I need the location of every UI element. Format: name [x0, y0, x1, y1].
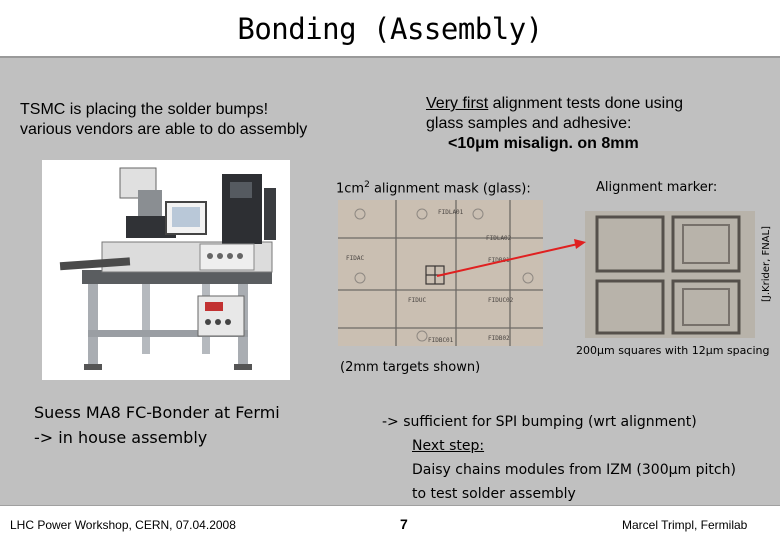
right-note-emphasis: Very first [426, 95, 489, 112]
footer-event: LHC Power Workshop, CERN, 07.04.2008 [10, 518, 236, 532]
right-note: Very first alignment tests done using gl… [426, 94, 683, 154]
mask-label-5: FIDB01 [488, 257, 510, 264]
mask-caption-prefix: 1cm [336, 181, 365, 197]
right-note-line-1: Very first alignment tests done using [426, 94, 683, 114]
conclusion-line-3: Daisy chains modules from IZM (300μm pit… [412, 462, 736, 478]
right-note-line-1-rest: alignment tests done using [488, 95, 684, 112]
footer [0, 506, 780, 540]
conclusion-line-1: -> sufficient for SPI bumping (wrt align… [382, 414, 697, 430]
bonder-caption-line-2: -> in house assembly [34, 428, 208, 447]
bonder-caption: Suess MA8 FC-Bonder at Fermi -> in house… [34, 400, 280, 450]
left-note: TSMC is placing the solder bumps! variou… [20, 100, 307, 140]
next-step-heading: Next step: [412, 438, 485, 454]
mask-label-4: FIDUC02 [488, 297, 514, 304]
mask-label-7: FIDAC [346, 255, 364, 262]
alignment-marker-illustration [585, 211, 755, 338]
mask-caption-suffix: alignment mask (glass): [369, 181, 531, 197]
page-number: 7 [400, 516, 408, 532]
mask-label-8: FIDBC01 [428, 337, 454, 344]
slide-title: Bonding (Assembly) [237, 12, 543, 46]
mask-caption-superscript: 2 [364, 180, 370, 190]
left-note-line-2: various vendors are able to do assembly [20, 121, 308, 138]
targets-caption: (2mm targets shown) [340, 360, 481, 375]
mask-caption: 1cm2 alignment mask (glass): [336, 180, 531, 196]
footer-author: Marcel Trimpl, Fermilab [622, 518, 748, 532]
right-note-line-2: glass samples and adhesive: [426, 115, 632, 132]
bonder-photo [42, 160, 290, 380]
marker-caption: Alignment marker: [596, 180, 718, 195]
conclusion: -> sufficient for SPI bumping (wrt align… [382, 410, 736, 506]
squares-caption: 200μm squares with 12μm spacing [576, 344, 770, 357]
mask-label-2: FIDLA02 [486, 235, 512, 242]
alignment-mask-photo: FIDLA01 FIDLA02 FIDUC FIDUC02 FIDB01 FID… [338, 200, 543, 346]
mask-label-6: FIDB02 [488, 335, 510, 342]
bonder-illustration [42, 160, 290, 380]
misalignment-result: <10μm misalign. on 8mm [448, 135, 639, 152]
mask-label-3: FIDUC [408, 297, 426, 304]
footer-divider [0, 505, 780, 506]
alignment-mask-illustration: FIDLA01 FIDLA02 FIDUC FIDUC02 FIDB01 FID… [338, 200, 543, 346]
title-bar: Bonding (Assembly) [0, 0, 780, 58]
left-note-line-1: TSMC is placing the solder bumps! [20, 101, 269, 118]
conclusion-line-4: to test solder assembly [412, 486, 576, 502]
bonder-caption-line-1: Suess MA8 FC-Bonder at Fermi [34, 403, 280, 422]
alignment-marker-photo [585, 211, 755, 338]
mask-label-1: FIDLA01 [438, 209, 464, 216]
